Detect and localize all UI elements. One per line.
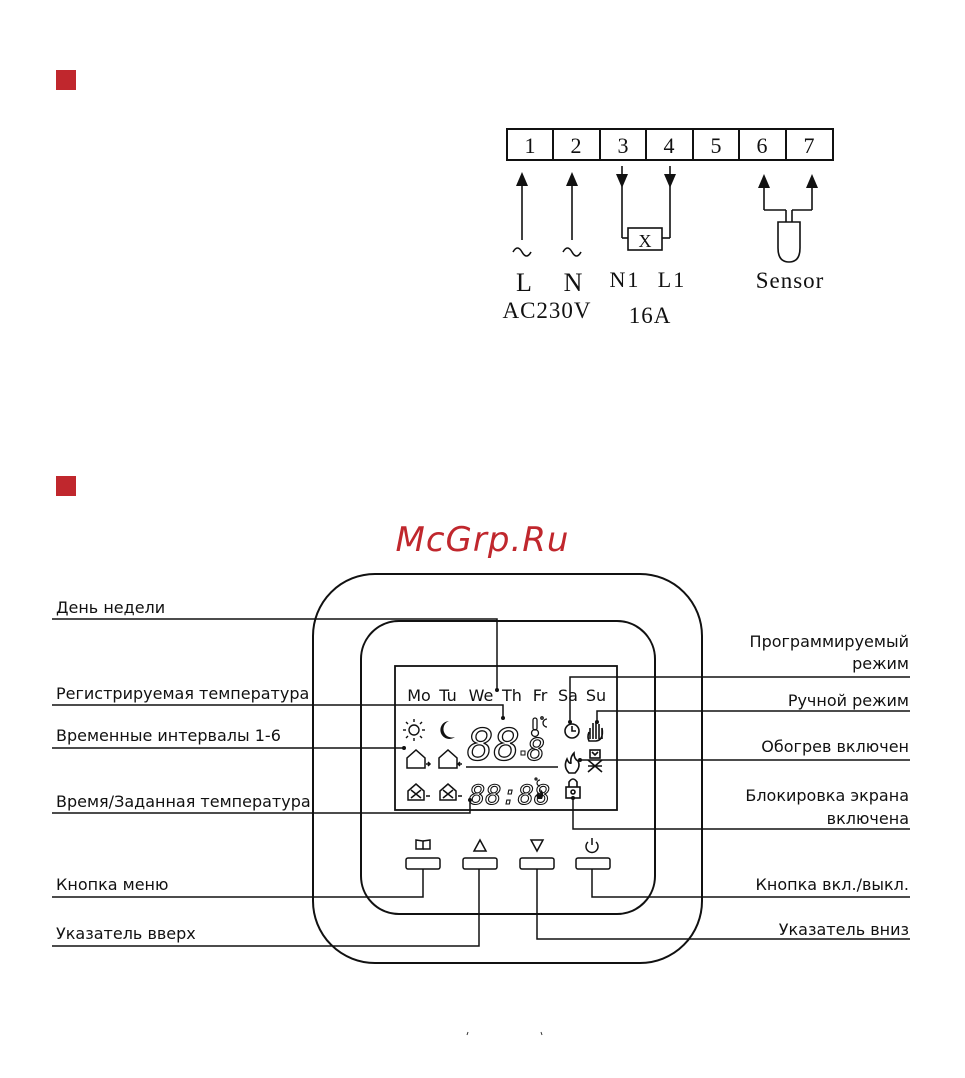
label-down-button: Указатель вниз	[778, 920, 909, 939]
label-voltage: AC230V	[502, 298, 591, 323]
leader-menu-button	[52, 869, 424, 898]
label-recorded-temperature: Регистрируемая температура	[56, 684, 310, 703]
l-ac-icon	[512, 247, 532, 257]
terminal-4: 4	[664, 133, 675, 158]
thermostat-outer-frame	[312, 573, 703, 964]
leader-manual	[596, 710, 910, 722]
n-arrow-icon	[566, 172, 578, 186]
lcd-day-fr: Fr	[533, 686, 548, 705]
sensor-arrow-icon-a	[758, 174, 770, 188]
terminal-6: 6	[757, 133, 768, 158]
lcd-day-su: Su	[586, 686, 606, 705]
watermark: McGrp.Ru	[395, 520, 570, 560]
label-l1: L1	[658, 267, 686, 292]
sun-icon	[403, 719, 425, 741]
lcd-temperature-decimal: 8	[527, 733, 545, 768]
leader-day-of-week	[52, 618, 498, 690]
label-power-button: Кнопка вкл./выкл.	[755, 875, 909, 894]
lcd-day-sa: Sa	[558, 686, 578, 705]
flame-small-icon	[536, 789, 544, 799]
lcd-days: Mo Tu We Th Fr Sa Su	[407, 686, 606, 705]
house-away-icon-4	[439, 783, 462, 801]
label-menu-button: Кнопка меню	[56, 875, 169, 894]
lcd-day-th: Th	[501, 686, 522, 705]
terminal-7: 7	[804, 133, 815, 158]
down-triangle-icon	[529, 839, 545, 853]
house-away-icon-3	[407, 783, 430, 801]
up-button[interactable]	[462, 857, 498, 870]
lcd-temperature-digits: 88	[467, 720, 520, 771]
heating-flame-icon	[564, 751, 580, 774]
thermostat-inner-frame	[360, 620, 656, 915]
label-time-intervals: Временные интервалы 1-6	[56, 726, 281, 745]
bottom-marks	[466, 1031, 543, 1036]
section-marker-display	[56, 476, 76, 496]
leader-lock	[572, 798, 910, 830]
lcd-big-digits: 88 8	[466, 719, 545, 771]
power-icon	[585, 838, 599, 854]
terminal-5: 5	[711, 133, 722, 158]
lcd-screen	[394, 665, 618, 811]
leader-recorded-temp	[52, 704, 504, 718]
house-out-icon-2	[438, 748, 462, 769]
sensor-arrow-icon-b	[806, 174, 818, 188]
lock-icon	[565, 778, 581, 799]
l-arrow-icon	[516, 172, 528, 186]
menu-book-icon	[415, 839, 431, 850]
label-screen-lock-line2: включена	[826, 809, 909, 828]
leader-power-button	[591, 869, 910, 898]
label-up-button: Указатель вверх	[56, 924, 196, 943]
label-n1: N1	[610, 267, 641, 292]
label-l: L	[516, 268, 532, 297]
label-programmable-line1: Программируемый	[749, 632, 909, 651]
lcd-day-tu: Tu	[438, 686, 456, 705]
label-day-of-week: День недели	[56, 598, 166, 617]
leader-up-button	[52, 869, 480, 947]
up-triangle-icon	[472, 838, 488, 852]
label-heating-on: Обогрев включен	[761, 737, 909, 756]
moon-icon	[440, 721, 455, 739]
house-in-icon-1	[406, 748, 432, 769]
n1-arrow-icon	[616, 174, 628, 188]
sensor-icon	[763, 186, 813, 263]
hand-icon	[587, 722, 604, 742]
leader-down-button	[536, 869, 910, 940]
label-manual-mode: Ручной режим	[787, 691, 909, 710]
load-symbol: X	[639, 231, 652, 251]
lcd-day-we: We	[469, 686, 494, 705]
terminal-1: 1	[525, 133, 536, 158]
l1-arrow-icon	[664, 174, 676, 188]
label-n: N	[564, 268, 583, 297]
lcd-day-mo: Mo	[407, 686, 431, 705]
load-relay-box	[627, 227, 663, 251]
label-current: 16A	[629, 303, 672, 328]
label-screen-lock-line1: Блокировка экрана	[745, 786, 909, 805]
power-button[interactable]	[575, 857, 611, 870]
set-temp-icon	[534, 777, 541, 787]
clock-icon	[564, 723, 580, 739]
frost-protect-icon	[587, 749, 603, 773]
down-button[interactable]	[519, 857, 555, 870]
leader-time-set-temp	[52, 800, 471, 814]
label-time-set-temperature: Время/Заданная температура	[56, 792, 311, 811]
terminal-block	[506, 128, 834, 161]
terminal-3: 3	[618, 133, 629, 158]
thermometer-icon	[530, 716, 548, 738]
section-marker-wiring	[56, 70, 76, 90]
terminal-2: 2	[571, 133, 582, 158]
menu-button[interactable]	[405, 857, 441, 870]
label-programmable-line2: режим	[852, 654, 909, 673]
leader-programmable	[569, 676, 910, 722]
label-sensor: Sensor	[756, 268, 825, 293]
n-ac-icon	[562, 247, 582, 257]
